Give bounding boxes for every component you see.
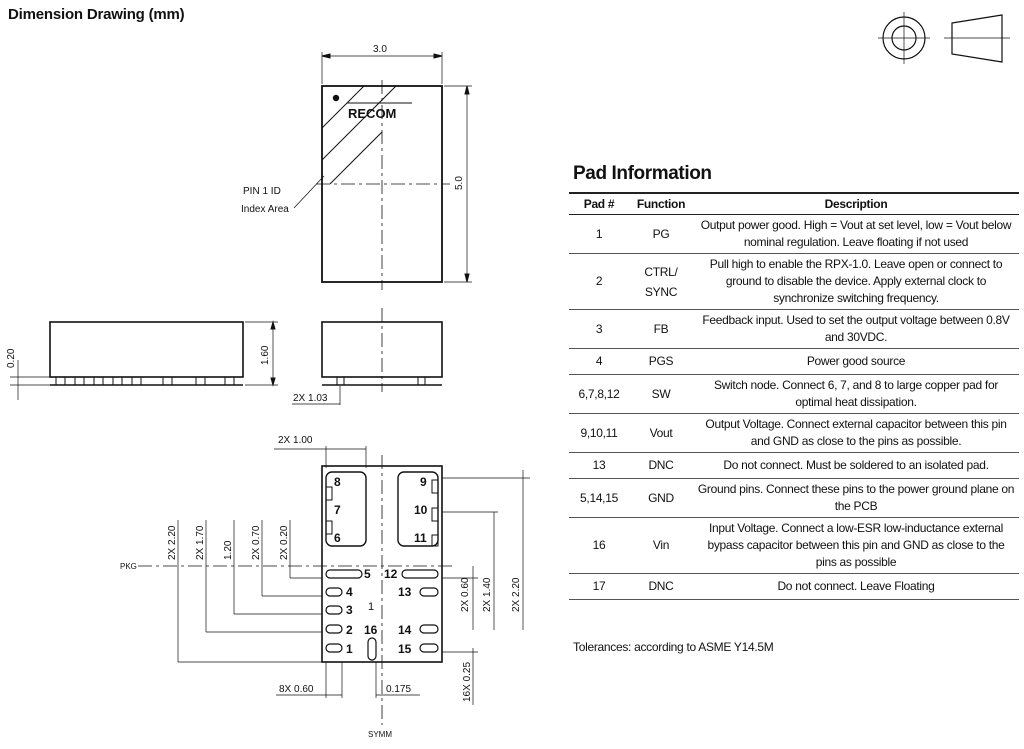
table-row: 17 DNC Do not connect. Leave Floating (569, 573, 1019, 600)
function-cell: DNC (629, 573, 693, 600)
description-cell: Input Voltage. Connect a low-ESR low-ind… (693, 517, 1019, 574)
pad-cell: 16 (569, 517, 629, 574)
pad-info-title: Pad Information (573, 163, 712, 184)
description-cell: Do not connect. Must be soldered to an i… (693, 452, 1019, 479)
dim-top-pad: 2X 1.00 (278, 435, 313, 446)
dim-width: 3.0 (373, 44, 387, 55)
function-cell: SW (629, 374, 693, 414)
function-cell: Vout (629, 413, 693, 453)
top-view: RECOM 3.0 5.0 PIN 1 ID Index Area (241, 44, 472, 290)
side-view-long: 1.60 0.20 (6, 320, 278, 400)
pad-cell: 1 (569, 214, 629, 254)
pad-number: 8 (334, 475, 341, 489)
table-row: 1 PG Output power good. High = Vout at s… (569, 214, 1019, 254)
table-row: 9,10,11 Vout Output Voltage. Connect ext… (569, 413, 1019, 453)
pad-number: 2 (346, 623, 353, 637)
function-cell: DNC (629, 452, 693, 479)
header-function: Function (629, 192, 693, 215)
pad-number: 3 (346, 603, 353, 617)
dim-left-4: 2X 0.70 (251, 525, 262, 560)
pad-cell: 17 (569, 573, 629, 600)
pad-cell: 3 (569, 309, 629, 349)
function-cell: GND (629, 478, 693, 518)
function-cell: FB (629, 309, 693, 349)
function-cell: PGS (629, 348, 693, 375)
dim-left-2: 2X 1.70 (195, 525, 206, 560)
description-cell: Ground pins. Connect these pins to the p… (693, 478, 1019, 518)
dim-bottom-right: 16X 0.25 (462, 662, 473, 702)
table-row: 6,7,8,12 SW Switch node. Connect 6, 7, a… (569, 374, 1019, 414)
pad-number: 6 (334, 531, 341, 545)
pad-number: 9 (420, 475, 427, 489)
pad-number: 12 (384, 567, 398, 581)
header-pad: Pad # (569, 192, 629, 215)
function-cell: Vin (629, 517, 693, 574)
table-row: 5,14,15 GND Ground pins. Connect these p… (569, 478, 1019, 518)
pad-number: 11 (414, 531, 427, 545)
table-row: 3 FB Feedback input. Used to set the out… (569, 309, 1019, 349)
table-row: 13 DNC Do not connect. Must be soldered … (569, 452, 1019, 479)
dim-bottom-left: 8X 0.60 (279, 684, 314, 695)
description-cell: Pull high to enable the RPX-1.0. Leave o… (693, 253, 1019, 310)
pad-cell: 6,7,8,12 (569, 374, 629, 414)
dim-standoff: 0.20 (6, 348, 17, 368)
pad-number: 1 (346, 642, 353, 656)
description-cell: Feedback input. Used to set the output v… (693, 309, 1019, 349)
pad-number: 7 (334, 503, 341, 517)
tolerances-note: Tolerances: according to ASME Y14.5M (573, 640, 774, 654)
function-cell: CTRL/ SYNC (629, 253, 693, 310)
dim-side-pad: 2X 1.03 (293, 393, 328, 404)
dim-thickness: 1.60 (260, 345, 271, 365)
dim-height: 5.0 (454, 176, 465, 190)
pad-number: 10 (414, 503, 428, 517)
header-description: Description (693, 192, 1019, 215)
table-row: 4 PGS Power good source (569, 348, 1019, 375)
projection-symbol-icon (878, 12, 1010, 64)
description-cell: Do not connect. Leave Floating (693, 573, 1019, 600)
description-cell: Output power good. High = Vout at set le… (693, 214, 1019, 254)
pad-info-table: Pad # Function Description 1 PG Output p… (569, 192, 1019, 600)
pad-number: 4 (346, 585, 353, 599)
dimension-drawing: RECOM 3.0 5.0 PIN 1 ID Index Area (6, 44, 530, 739)
pad-number: 14 (398, 623, 412, 637)
pad-cell: 2 (569, 253, 629, 310)
pad-cell: 4 (569, 348, 629, 375)
recom-logo: RECOM (348, 106, 396, 121)
svg-text:1: 1 (368, 601, 374, 613)
table-row: 2 CTRL/ SYNC Pull high to enable the RPX… (569, 253, 1019, 310)
description-cell: Power good source (693, 348, 1019, 375)
dim-right-3: 2X 2.20 (511, 577, 522, 612)
drawing-title: Dimension Drawing (mm) (8, 6, 185, 23)
function-cell: PG (629, 214, 693, 254)
pad-number: 13 (398, 585, 412, 599)
pin1-label-line1: PIN 1 ID (243, 186, 281, 197)
dim-right-2: 2X 1.40 (482, 577, 493, 612)
pad-number: 16 (364, 623, 378, 637)
table-header-row: Pad # Function Description (569, 192, 1019, 215)
description-cell: Switch node. Connect 6, 7, and 8 to larg… (693, 374, 1019, 414)
table-row: 16 Vin Input Voltage. Connect a low-ESR … (569, 517, 1019, 574)
bottom-view: 1 8 7 6 9 10 11 5 12 4 13 3 2 16 14 1 15… (120, 435, 530, 739)
side-view-short: 2X 1.03 (292, 308, 443, 405)
pkg-label: PKG (120, 562, 137, 571)
dim-left-1: 2X 2.20 (167, 525, 178, 560)
pin1-label-line2: Index Area (241, 204, 289, 215)
pad-cell: 13 (569, 452, 629, 479)
dim-left-5: 2X 0.20 (279, 525, 290, 560)
pad-number: 15 (398, 642, 412, 656)
description-cell: Output Voltage. Connect external capacit… (693, 413, 1019, 453)
pad-cell: 5,14,15 (569, 478, 629, 518)
dim-left-3: 1.20 (223, 540, 234, 560)
dim-right-1: 2X 0.60 (460, 577, 471, 612)
pad-cell: 9,10,11 (569, 413, 629, 453)
pad-number: 5 (364, 567, 371, 581)
symm-label: SYMM (368, 730, 392, 739)
dim-bottom-mid: 0.175 (386, 684, 411, 695)
